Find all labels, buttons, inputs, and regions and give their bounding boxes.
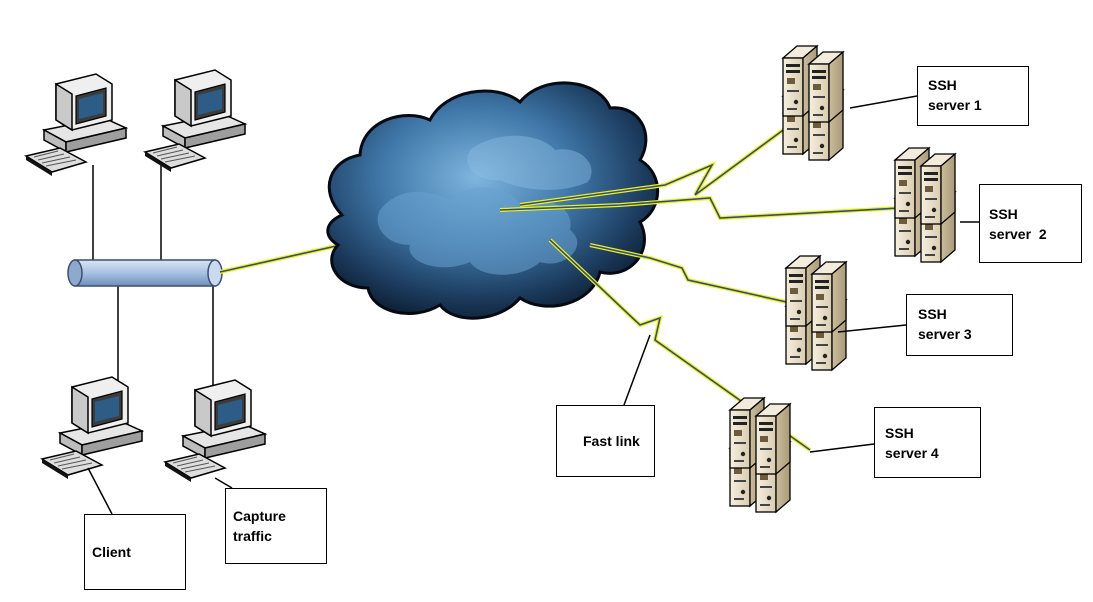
client-callout-line <box>87 467 113 515</box>
ssh-server-4-icon <box>730 398 790 512</box>
server3-callout-line <box>837 324 907 333</box>
ssh-server-3-label-line2: server 3 <box>918 326 972 342</box>
cloud-icon <box>326 81 660 320</box>
fast-link-label: Fast link <box>556 405 655 477</box>
ssh-server-2-label: SSH server 2 <box>979 184 1082 263</box>
capture-traffic-label: Capture traffic <box>225 488 327 564</box>
capture-label-line2: traffic <box>233 528 272 544</box>
ssh-server-4-label-line1: SSH <box>885 425 914 441</box>
ssh-server-1-label: SSH server 1 <box>917 66 1029 126</box>
server4-link <box>548 238 812 452</box>
client-label: Client <box>84 514 186 590</box>
server4-callout-line <box>809 443 875 453</box>
fastlink-callout-line <box>623 334 651 406</box>
ssh-server-1-label-line2: server 1 <box>928 97 982 113</box>
ssh-server-4-label: SSH server 4 <box>874 407 981 478</box>
client-label-text: Client <box>92 544 131 560</box>
capture-callout-line <box>214 477 233 489</box>
ssh-server-2-icon <box>895 148 955 262</box>
workstation-2-icon <box>144 69 246 173</box>
ssh-server-3-label: SSH server 3 <box>906 294 1013 356</box>
ssh-server-3-label-line1: SSH <box>918 306 947 322</box>
ssh-server-1-label-line1: SSH <box>928 77 957 93</box>
server1-callout-line <box>849 95 918 109</box>
client-workstation-icon <box>41 376 143 480</box>
capture-workstation-icon <box>164 379 266 483</box>
workstation-1-icon <box>25 73 127 177</box>
ssh-server-1-icon <box>783 46 843 160</box>
server1-link <box>519 123 792 207</box>
server2-link <box>499 195 901 221</box>
fast-link-label-text: Fast link <box>583 433 640 449</box>
ssh-server-3-icon <box>786 256 846 370</box>
ssh-server-4-label-line2: server 4 <box>885 445 939 461</box>
capture-label-line1: Capture <box>233 508 286 524</box>
server3-link <box>589 243 801 307</box>
ssh-server-2-label-line1: SSH <box>989 206 1018 222</box>
network-bus-icon <box>67 259 223 287</box>
ssh-server-2-label-line2: server 2 <box>989 226 1047 242</box>
